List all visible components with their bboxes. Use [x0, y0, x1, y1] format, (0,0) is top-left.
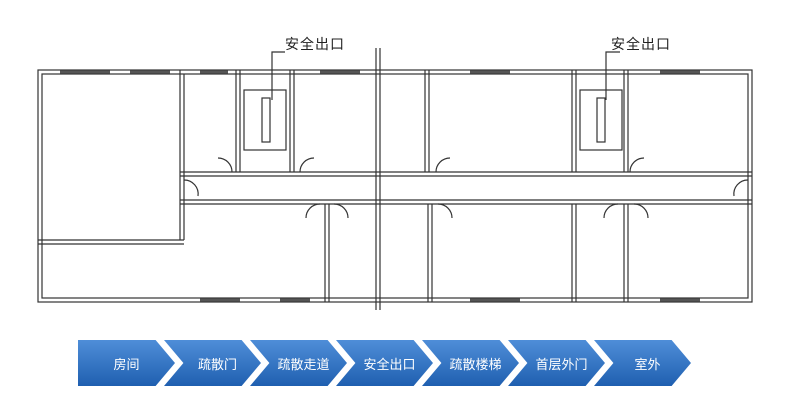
exit-leader [271, 51, 285, 100]
door-swing [435, 157, 451, 173]
flow-step-evacuation-door: 疏散门 [164, 340, 261, 386]
door-swing [183, 179, 199, 197]
outer-wall-inner [41, 73, 749, 299]
stairwell [243, 89, 287, 151]
stair-core [596, 97, 606, 143]
exit-label-right: 安全出口 [611, 37, 671, 53]
door-swing [603, 203, 619, 219]
flow-step-ground-floor-exit: 首层外门 [508, 340, 605, 386]
door-swing [305, 203, 321, 219]
door-swing [629, 157, 645, 173]
evacuation-flow: 房间 疏散门 疏散走道 安全出口 疏散楼梯 首层外门 室外 [78, 340, 718, 386]
floor-plan [37, 48, 753, 310]
outer-wall [37, 69, 753, 303]
door-swing [217, 157, 233, 173]
door-swing [333, 203, 349, 219]
flow-step-evacuation-stairs: 疏散楼梯 [422, 340, 519, 386]
stair-core [261, 97, 271, 143]
flow-step-safety-exit: 安全出口 [336, 340, 433, 386]
exit-label-left: 安全出口 [285, 37, 345, 53]
stairwell [579, 89, 623, 151]
flow-step-evacuation-corridor: 疏散走道 [250, 340, 347, 386]
door-swing [437, 203, 453, 219]
exit-leader [605, 51, 620, 100]
door-swing [733, 179, 749, 197]
flow-step-outdoors: 室外 [594, 340, 691, 386]
door-swing [633, 203, 649, 219]
door-swing [299, 157, 315, 173]
flow-step-room: 房间 [78, 340, 175, 386]
